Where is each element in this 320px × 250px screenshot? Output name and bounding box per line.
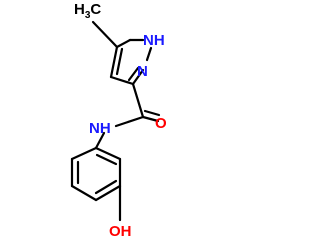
- bond-ph-1: [70, 146, 98, 161]
- bond-c3-c4: [109, 75, 135, 86]
- methyl-label: H3C: [74, 1, 101, 21]
- ring-nh-label: NH: [143, 32, 165, 49]
- bond-c4-c5-double: [115, 47, 124, 76]
- bond-c3-c5ring: [115, 38, 132, 49]
- bond-n2-c3-double: [127, 66, 140, 82]
- bond-co-double: [143, 109, 161, 117]
- carbonyl-o-label: O: [155, 115, 167, 132]
- bond-c4-c5: [109, 45, 119, 79]
- ring-n-label: N: [137, 63, 148, 80]
- molecule-canvas: H3C NH N NH O OH: [70, 1, 167, 240]
- bond-co: [141, 115, 160, 123]
- hydroxyl-label: OH: [109, 223, 132, 240]
- bond-ph-3: [70, 184, 98, 202]
- bond-ph-4: [94, 184, 122, 202]
- bond-c5-ch3: [91, 20, 119, 49]
- bond-ph-6-double: [95, 153, 118, 166]
- structure-diagram: H3C NH N NH O OH: [70, 1, 167, 240]
- bond-c3-carbonyl: [131, 82, 145, 119]
- bond-ph-4-double: [94, 179, 118, 195]
- bond-nh-c1: [94, 131, 106, 150]
- amide-nh-label: NH: [89, 120, 111, 137]
- bond-n2-c3: [131, 68, 145, 86]
- bond-ph-6: [94, 146, 122, 161]
- bond-n1-n2: [145, 46, 153, 62]
- bond-c-nh: [114, 115, 145, 128]
